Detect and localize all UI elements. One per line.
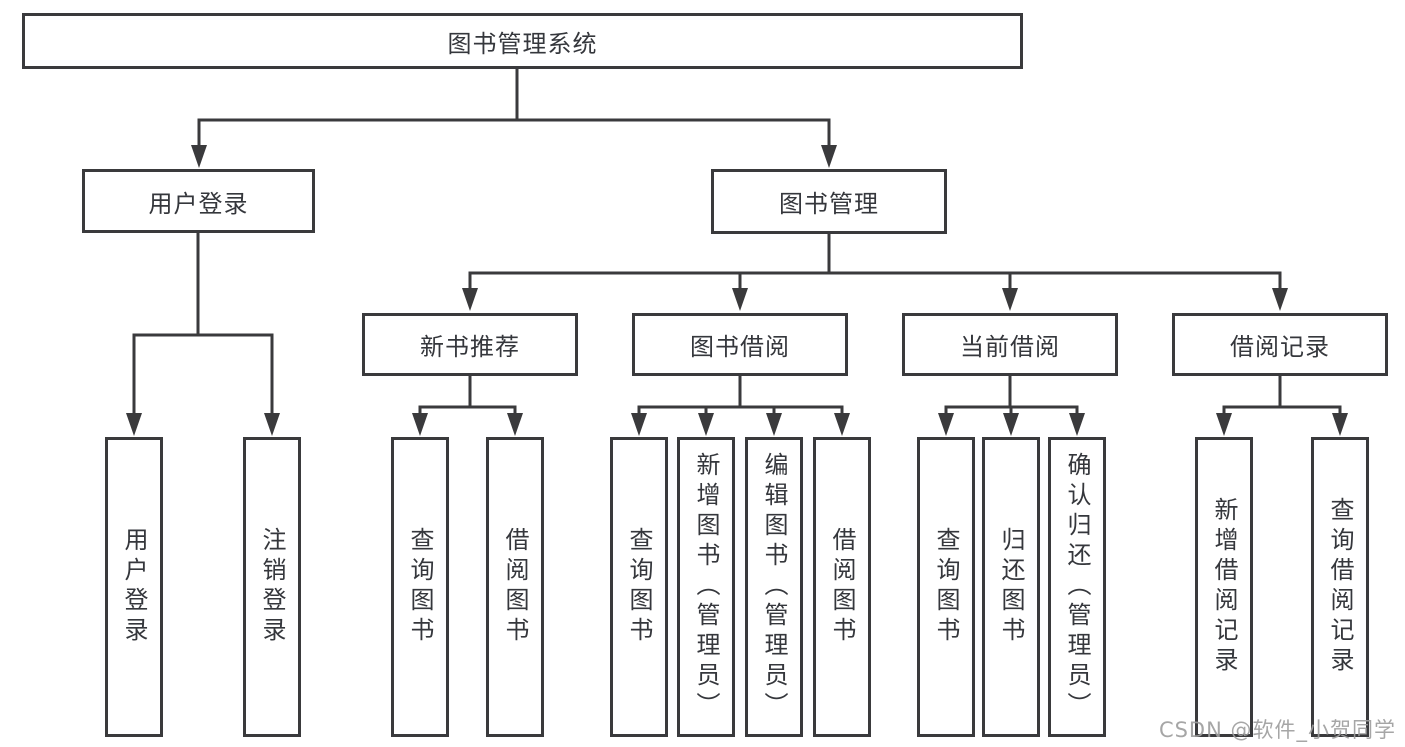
- node-label: 查询图书: [932, 527, 960, 647]
- leaf-query-books-current: 查询图书: [917, 437, 975, 737]
- node-label: 借阅图书: [828, 527, 856, 647]
- node-label: 图书借阅: [690, 333, 790, 361]
- node-root-library-system: 图书管理系统: [22, 13, 1023, 69]
- node-label: 借阅记录: [1230, 333, 1330, 361]
- node-label: 图书管理: [779, 190, 879, 218]
- node-current-borrow: 当前借阅: [902, 313, 1118, 376]
- node-label: 用户登录: [120, 527, 148, 647]
- leaf-query-books-recommend: 查询图书: [391, 437, 449, 737]
- node-label: 借阅图书: [501, 527, 529, 647]
- leaf-borrow-books-borrow: 借阅图书: [813, 437, 871, 737]
- node-label: 查询图书: [406, 527, 434, 647]
- leaf-return-book: 归还图书: [982, 437, 1040, 737]
- node-label: 编辑图书（管理员）: [760, 452, 788, 722]
- leaf-logout: 注销登录: [243, 437, 301, 737]
- leaf-borrow-books-recommend: 借阅图书: [486, 437, 544, 737]
- leaf-query-books-borrow: 查询图书: [610, 437, 668, 737]
- node-label: 当前借阅: [960, 333, 1060, 361]
- node-label: 新增借阅记录: [1210, 497, 1238, 677]
- leaf-add-book-admin: 新增图书（管理员）: [677, 437, 735, 737]
- node-new-book-recommend: 新书推荐: [362, 313, 578, 376]
- node-label: 新书推荐: [420, 333, 520, 361]
- leaf-confirm-return-admin: 确认归还（管理员）: [1048, 437, 1106, 737]
- node-label: 新增图书（管理员）: [692, 452, 720, 722]
- node-label: 用户登录: [148, 189, 249, 218]
- node-book-borrow: 图书借阅: [632, 313, 848, 376]
- node-book-management: 图书管理: [711, 169, 947, 234]
- leaf-query-borrow-record: 查询借阅记录: [1311, 437, 1369, 737]
- node-label: 确认归还（管理员）: [1063, 452, 1091, 722]
- node-borrow-records: 借阅记录: [1172, 313, 1388, 376]
- leaf-add-borrow-record: 新增借阅记录: [1195, 437, 1253, 737]
- leaf-edit-book-admin: 编辑图书（管理员）: [745, 437, 803, 737]
- node-label: 归还图书: [997, 527, 1025, 647]
- node-label: 注销登录: [258, 527, 286, 647]
- node-label: 查询图书: [625, 527, 653, 647]
- watermark: CSDN @软件_小贺同学: [1158, 718, 1396, 742]
- leaf-user-login: 用户登录: [105, 437, 163, 737]
- node-label: 图书管理系统: [447, 29, 598, 58]
- node-user-login: 用户登录: [82, 169, 315, 233]
- node-label: 查询借阅记录: [1326, 497, 1354, 677]
